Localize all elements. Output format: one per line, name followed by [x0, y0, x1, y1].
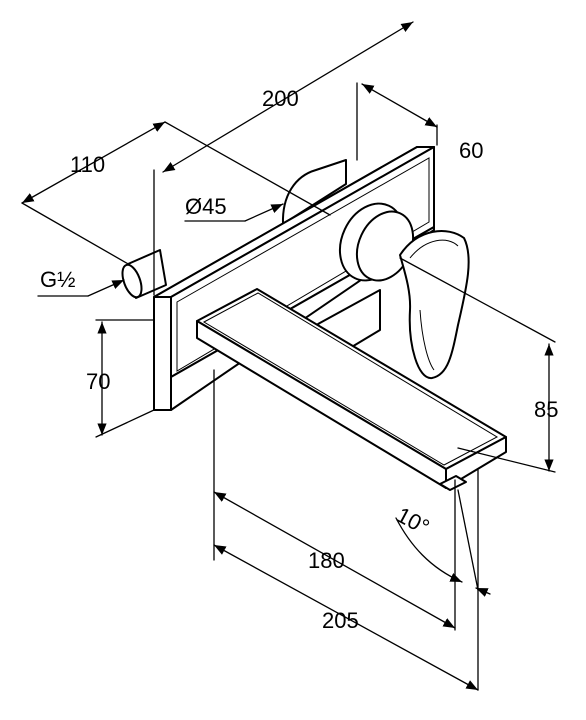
dim-200: 200: [262, 86, 299, 111]
dim-110: 110: [70, 152, 105, 177]
lever-handle: [338, 202, 470, 379]
dim-180: 180: [308, 548, 345, 573]
dim-angle-10: 10°: [392, 502, 433, 540]
dim-85: 85: [534, 397, 558, 422]
dim-70: 70: [86, 369, 110, 394]
dim-thread-g-half: G½: [40, 267, 75, 292]
spout: [196, 288, 507, 491]
dim-60: 60: [459, 138, 483, 163]
faucet-body: [121, 146, 507, 491]
thread-connector: [121, 249, 167, 299]
dim-diameter-45: Ø45: [185, 194, 227, 219]
dim-205: 205: [322, 608, 359, 633]
dimension-lines: [21, 21, 556, 691]
